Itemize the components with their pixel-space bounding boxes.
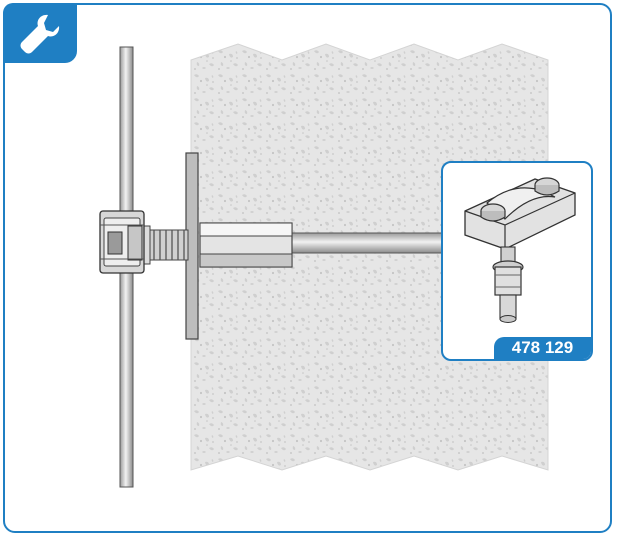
threaded-stud (139, 225, 189, 265)
anchor-bar (289, 232, 451, 254)
clamp-detail-drawing (464, 177, 576, 323)
part-detail-inset (441, 161, 593, 361)
hex-sleeve (199, 222, 293, 268)
installation-drawing (99, 43, 549, 488)
wrench-icon (20, 14, 60, 54)
rod-clamp (99, 210, 145, 274)
masonry-wall (190, 43, 549, 471)
part-number-badge: 478 129 (494, 337, 591, 359)
tool-badge (3, 3, 77, 63)
